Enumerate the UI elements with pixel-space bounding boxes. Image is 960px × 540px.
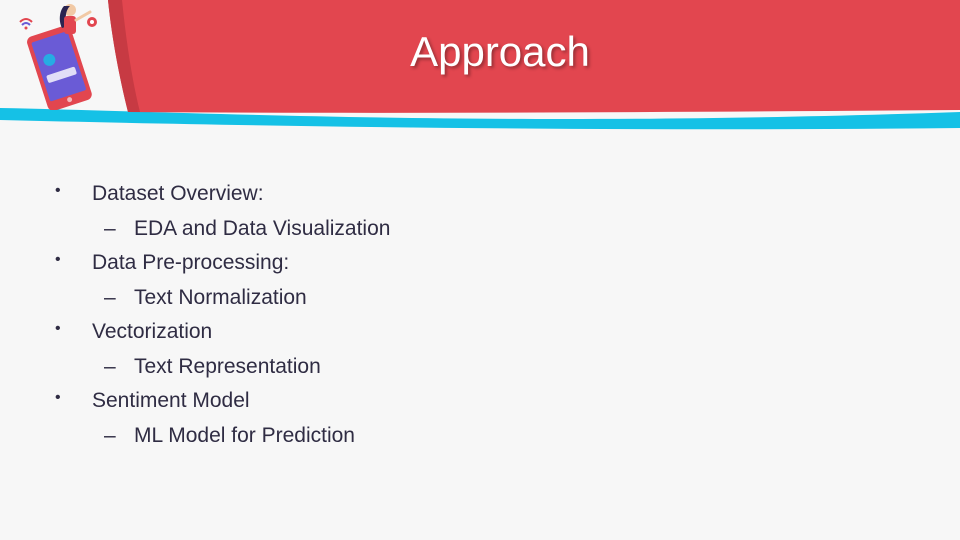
woman-with-smartphone-icon [19, 4, 97, 110]
bullet-item: • Sentiment Model [0, 385, 960, 420]
sub-bullet-item: – EDA and Data Visualization [0, 213, 960, 248]
header-band [0, 0, 960, 130]
sub-bullet-item: – ML Model for Prediction [0, 420, 960, 455]
bullet-text: Dataset Overview: [92, 182, 264, 205]
sub-bullet-item: – Text Representation [0, 351, 960, 386]
bullet-marker: • [55, 320, 61, 337]
header-wave-cyan [0, 108, 960, 130]
dash-marker: – [104, 216, 116, 240]
dash-marker: – [104, 423, 116, 447]
sub-bullet-text: Text Normalization [134, 285, 307, 309]
bullet-text: Data Pre-processing: [92, 251, 290, 274]
bullet-item: • Dataset Overview: [0, 178, 960, 213]
header-red-band [108, 0, 960, 113]
slide-title: Approach [410, 28, 590, 75]
sub-bullet-item: – Text Normalization [0, 282, 960, 317]
bullet-marker: • [55, 251, 61, 268]
sub-bullet-text: Text Representation [134, 354, 321, 378]
sub-bullet-text: ML Model for Prediction [134, 423, 355, 447]
dash-marker: – [104, 354, 116, 378]
bullet-item: • Data Pre-processing: [0, 247, 960, 282]
header-curve-shadow [108, 0, 140, 112]
bullet-item: • Vectorization [0, 316, 960, 351]
bullet-marker: • [55, 389, 61, 406]
bullet-text: Vectorization [92, 320, 213, 343]
bullet-list: • Dataset Overview: – EDA and Data Visua… [0, 178, 960, 454]
bullet-marker: • [55, 182, 61, 199]
sub-bullet-text: EDA and Data Visualization [134, 216, 391, 240]
dash-marker: – [104, 285, 116, 309]
bullet-text: Sentiment Model [92, 389, 250, 412]
